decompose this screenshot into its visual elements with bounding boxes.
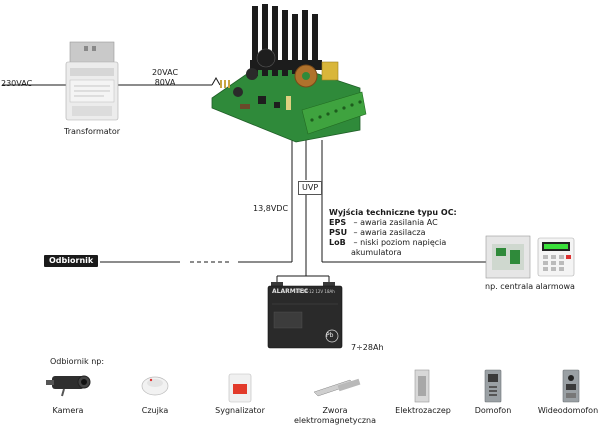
- receiver-label-lock-line2: elektromagnetyczna: [293, 416, 377, 425]
- transformer-label: Transformator: [63, 127, 120, 136]
- capacitor-icon: [246, 68, 258, 80]
- siren-icon: [228, 373, 252, 403]
- relay-icon: [321, 61, 339, 81]
- dc-voltage-label: 13,8VDC: [253, 204, 289, 213]
- receiver-tag: Odbiornik: [44, 255, 99, 267]
- receiver-label-video-intercom: Wideodomofon: [537, 406, 599, 415]
- receiver-label-lock-line1: Zwora: [322, 406, 348, 415]
- alarm-panel-label: np. centrala alarmowa: [485, 282, 575, 291]
- ac-wire-connector: [211, 76, 221, 86]
- ac-voltage-label: 20VAC: [151, 68, 179, 77]
- outputs-heading: Wyjścia techniczne typu OC:: [329, 208, 457, 217]
- receiver-label-siren: Sygnalizator: [215, 406, 265, 415]
- capacitor-icon: [256, 48, 276, 68]
- output-code: LoB: [329, 238, 346, 247]
- receiver-label-intercom: Domofon: [474, 406, 512, 415]
- output-psu: PSU – awaria zasilacza: [329, 228, 457, 238]
- output-lob: LoB – niski poziom napięcia: [329, 238, 457, 248]
- receiver-label-detector: Czujka: [141, 406, 169, 415]
- transformer-icon: [65, 41, 119, 121]
- output-code: EPS: [329, 218, 347, 227]
- power-supply-board: [211, 4, 367, 143]
- capacitor-icon: [233, 87, 243, 97]
- intercom-icon: [484, 369, 502, 403]
- output-description: – awaria zasilania AC: [353, 218, 438, 227]
- output-description: – niski poziom napięcia: [353, 238, 447, 247]
- output-lob-continuation: akumulatora: [351, 248, 402, 257]
- ac-power-label: 80VA: [154, 78, 176, 87]
- output-eps: EPS – awaria zasilania AC: [329, 218, 457, 228]
- battery-model: BP 18-12 12V 18Ah: [296, 289, 335, 294]
- battery-icon: [267, 282, 343, 349]
- receiver-label-strike: Elektrozaczep: [395, 406, 451, 415]
- battery-capacity-label: 7÷28Ah: [351, 343, 384, 352]
- battery-brand: ALARMTEC: [272, 288, 309, 295]
- receiver-label-camera: Kamera: [52, 406, 84, 415]
- alarm-panel-icon: [485, 235, 575, 279]
- smoke-detector-icon: [141, 376, 169, 396]
- terminal-block-icon: [301, 91, 367, 135]
- mains-voltage-label: 230VAC: [1, 79, 33, 88]
- heatsink-icon: [250, 4, 322, 76]
- electromagnetic-lock-icon: [313, 378, 361, 397]
- uvp-box: UVP: [298, 181, 323, 195]
- electric-strike-icon: [414, 369, 430, 403]
- battery-pb-label: Pb: [326, 332, 334, 339]
- output-description: – awaria zasilacza: [353, 228, 426, 237]
- video-intercom-icon: [562, 369, 580, 403]
- receivers-heading: Odbiornik np:: [50, 357, 105, 366]
- technical-outputs: Wyjścia techniczne typu OC: EPS – awaria…: [329, 208, 457, 258]
- output-code: PSU: [329, 228, 348, 237]
- camera-icon: [46, 375, 91, 397]
